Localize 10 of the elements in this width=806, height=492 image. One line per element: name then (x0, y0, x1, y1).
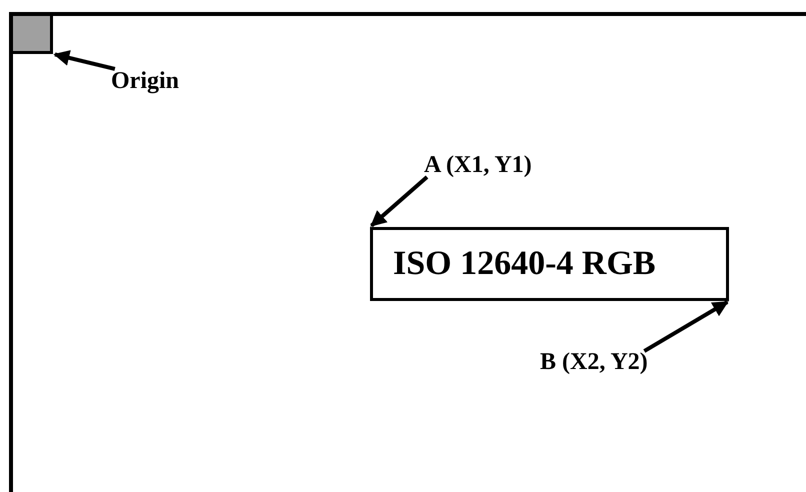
callout-label: Origin (111, 68, 180, 96)
callout-label: B (X2, Y2) (540, 349, 648, 377)
arrow (53, 50, 116, 71)
origin-square (13, 16, 53, 54)
label-box (370, 227, 729, 301)
arrow (643, 300, 729, 353)
arrow (370, 175, 428, 228)
callout-label: A (X1, Y1) (424, 152, 532, 180)
page-frame (9, 12, 806, 492)
box-text: ISO 12640-4 RGB (393, 245, 656, 283)
